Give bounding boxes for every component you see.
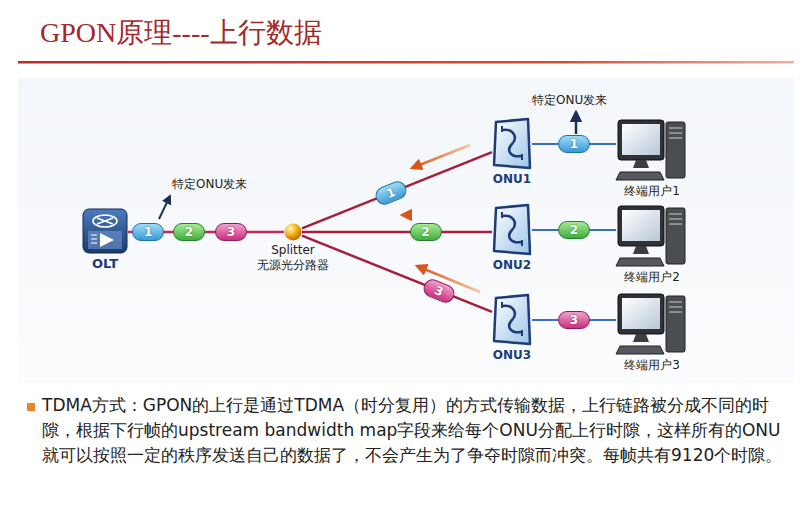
node-label: 终端用户2 [624, 270, 680, 285]
onu-node: ONU2 [492, 204, 532, 256]
olt-node: OLT [82, 208, 128, 254]
onu-body [494, 119, 530, 168]
terminal-icon [616, 204, 688, 268]
node-label: ONU3 [493, 348, 531, 363]
keyboard [616, 172, 664, 180]
leader-arrow [159, 196, 170, 219]
node-caption: 终端用户1 [624, 184, 680, 199]
onu-node: ONU1 [492, 118, 532, 170]
onu-node: ONU3 [492, 294, 532, 346]
monitor-stand [633, 160, 649, 168]
onu-icon [492, 204, 532, 256]
flow-arrow [402, 214, 472, 217]
node-label: 终端用户3 [624, 358, 680, 373]
fiber-link [302, 236, 492, 312]
fiber-link [302, 231, 492, 234]
frame-number: 3 [227, 225, 235, 239]
bullet-note: TDMA方式：GPON的上行是通过TDMA（时分复用）的方式传输数据，上行链路被… [42, 393, 790, 468]
onu-icon [492, 118, 532, 170]
onu-icon [492, 294, 532, 346]
node-caption: ONU1 [493, 172, 531, 187]
splitter-icon [284, 223, 302, 241]
frame-number: 2 [421, 225, 429, 239]
node-label: Splitter [257, 243, 329, 258]
frame-number: 1 [570, 137, 578, 151]
screen [622, 124, 660, 155]
terminal-icon [616, 118, 688, 182]
port-lines [91, 235, 97, 243]
frame-number: 1 [144, 225, 152, 239]
monitor [618, 294, 664, 334]
node-label: 终端用户1 [624, 184, 680, 199]
monitor-stand [633, 334, 649, 342]
keyboard [616, 346, 664, 354]
onu-body [494, 205, 530, 254]
onu-body [494, 295, 530, 344]
pc-node: 终端用户2 [616, 204, 688, 268]
node-caption: ONU3 [493, 348, 531, 363]
data-frame: 1 [558, 135, 590, 153]
onu-symbol [502, 306, 522, 333]
node-caption: 终端用户3 [624, 358, 680, 373]
keyboard [616, 258, 664, 266]
node-caption: ONU2 [493, 258, 531, 273]
monitor [618, 206, 664, 246]
title-rule [18, 61, 794, 64]
tower-bays [669, 302, 682, 312]
onu-symbol [502, 216, 522, 243]
callout-note: 特定ONU发来 [532, 92, 607, 109]
splitter-orb [285, 224, 302, 241]
data-frame: 3 [215, 223, 247, 241]
router-symbol [93, 215, 117, 227]
tower [666, 296, 685, 352]
olt-panel [88, 231, 122, 249]
bullet-square [27, 403, 35, 411]
data-frame: 3 [558, 311, 590, 329]
screen [622, 298, 660, 329]
frame-number: 2 [570, 223, 578, 237]
callout-note: 特定ONU发来 [172, 176, 247, 193]
monitor-stand [633, 246, 649, 254]
fiber-link [302, 152, 492, 228]
olt-icon [82, 208, 128, 254]
tower-bays [669, 128, 682, 138]
onu-symbol [502, 212, 522, 246]
frame-number: 3 [432, 283, 445, 299]
terminal-icon [616, 292, 688, 356]
monitor [618, 120, 664, 160]
leader-arrow [575, 112, 578, 134]
node-caption: Splitter无源光分路器 [257, 243, 329, 273]
router-arrows [97, 218, 113, 224]
onu-symbol [502, 302, 522, 336]
node-caption: 终端用户2 [624, 270, 680, 285]
frame-number: 3 [570, 313, 578, 327]
tower-bays [669, 214, 682, 224]
splitter-node: Splitter无源光分路器 [284, 223, 302, 241]
slide-title: GPON原理----上行数据 [40, 14, 322, 52]
tower [666, 122, 685, 178]
tower [666, 208, 685, 264]
frame-number: 1 [385, 184, 398, 200]
data-frame: 1 [132, 223, 164, 241]
screen [622, 210, 660, 241]
data-frame: 2 [173, 223, 205, 241]
frame-number: 2 [185, 225, 193, 239]
onu-symbol [502, 130, 522, 157]
diagram-panel [18, 78, 794, 383]
data-frame: 2 [410, 223, 442, 241]
node-caption: OLT [92, 256, 118, 271]
node-label: OLT [92, 256, 118, 271]
pc-node: 终端用户3 [616, 292, 688, 356]
play-symbol [100, 233, 114, 247]
onu-symbol [502, 126, 522, 160]
pc-node: 终端用户1 [616, 118, 688, 182]
node-label: ONU1 [493, 172, 531, 187]
data-frame: 2 [558, 221, 590, 239]
node-label: ONU2 [493, 258, 531, 273]
olt-body [83, 209, 127, 253]
node-label: 无源光分路器 [257, 258, 329, 273]
